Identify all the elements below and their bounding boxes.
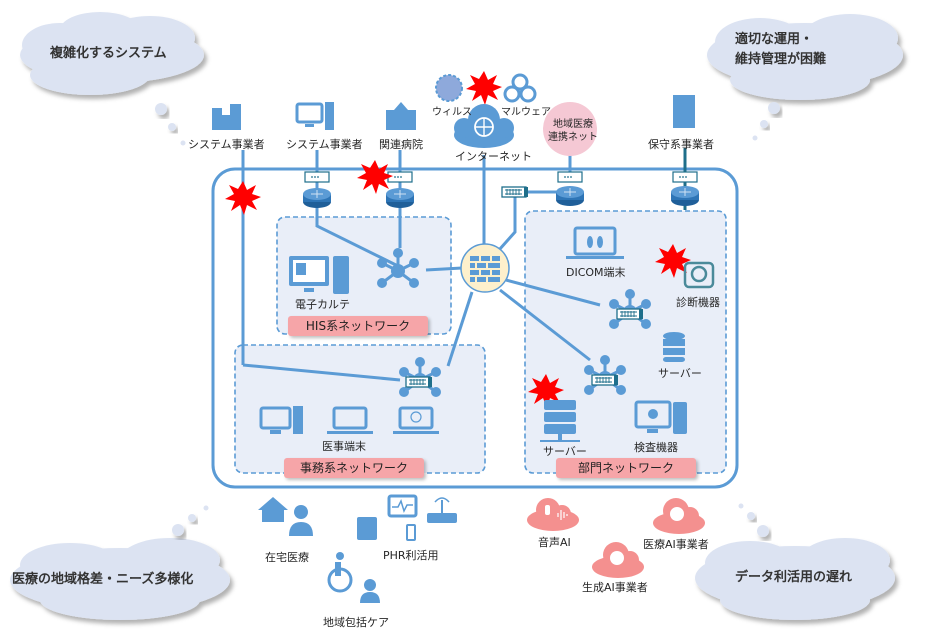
department-network-label: 部門ネットワーク bbox=[556, 458, 696, 478]
router-icon bbox=[385, 187, 415, 209]
switch-icon bbox=[501, 186, 529, 198]
router-icon bbox=[302, 187, 332, 209]
phr-label: PHR利活用 bbox=[383, 549, 439, 562]
thought-cloud-top-left bbox=[20, 12, 204, 95]
issue-maintenance-line1: 適切な運用・ bbox=[735, 32, 814, 47]
thought-cloud-top-right bbox=[707, 14, 903, 100]
malware-label: マルウェア bbox=[501, 107, 551, 118]
generative-ai-label: 生成AI事業者 bbox=[582, 581, 648, 594]
medical-ai-label: 医療AI事業者 bbox=[643, 538, 709, 551]
regional-network-label-2: 連携ネット bbox=[548, 132, 598, 143]
modem-icon bbox=[387, 171, 413, 183]
desktop-pc-icon bbox=[259, 406, 303, 434]
medical-ai-cloud-icon bbox=[653, 498, 705, 534]
vendor-label-2: システム事業者 bbox=[286, 138, 363, 151]
voice-ai-label: 音声AI bbox=[538, 536, 571, 549]
alert-burst-icon bbox=[225, 181, 261, 215]
generative-ai-cloud-icon bbox=[592, 542, 644, 578]
his-network-label: HIS系ネットワーク bbox=[288, 316, 428, 336]
switch-icon bbox=[616, 308, 644, 320]
virus-icon bbox=[435, 74, 463, 102]
modem-icon bbox=[304, 171, 330, 183]
thought-cloud-bottom-right bbox=[695, 538, 895, 620]
diagnostic-device-icon bbox=[683, 261, 715, 289]
alert-burst-icon bbox=[466, 71, 502, 105]
internet-cloud-icon bbox=[454, 104, 514, 148]
ehr-label: 電子カルテ bbox=[295, 298, 350, 311]
office-building-icon bbox=[673, 95, 695, 128]
laptop-web-icon bbox=[393, 406, 439, 434]
alert-burst-icon bbox=[357, 160, 393, 194]
home-care-label: 在宅医療 bbox=[265, 551, 309, 564]
computer-icon bbox=[295, 102, 334, 130]
regional-network-label-1: 地域医療 bbox=[553, 119, 593, 130]
dicom-label: DICOM端末 bbox=[566, 266, 626, 279]
community-care-icon bbox=[327, 552, 380, 603]
firewall-icon bbox=[460, 243, 510, 293]
diagnostic-label: 診断機器 bbox=[676, 296, 720, 309]
database-server-icon bbox=[663, 332, 685, 362]
rack-server-icon bbox=[540, 400, 580, 442]
medical-office-terminal-label: 医事端末 bbox=[322, 440, 366, 453]
ehr-terminal-icon bbox=[289, 256, 349, 294]
inspection-device-icon bbox=[634, 400, 687, 434]
thought-cloud-bottom-left bbox=[10, 538, 230, 620]
switch-icon bbox=[405, 376, 433, 388]
modem-icon bbox=[557, 171, 583, 183]
related-hospital-label: 関連病院 bbox=[379, 138, 423, 151]
regional-network-icon bbox=[543, 102, 597, 156]
phr-devices-icon bbox=[357, 494, 457, 541]
router-icon bbox=[555, 185, 585, 207]
router-icon bbox=[670, 185, 700, 207]
modem-icon bbox=[672, 171, 698, 183]
dicom-terminal-icon bbox=[566, 226, 624, 259]
issue-maintenance-line2: 維持管理が困難 bbox=[735, 52, 827, 67]
home-care-icon bbox=[258, 497, 313, 536]
internet-label: インターネット bbox=[455, 150, 532, 163]
hospital-icon bbox=[386, 102, 416, 130]
biohazard-icon bbox=[503, 73, 537, 103]
issue-regional-gap: 医療の地域格差・ニーズ多様化 bbox=[12, 572, 194, 587]
inspection-label: 検査機器 bbox=[634, 441, 678, 454]
issue-data-utilization: データ利活用の遅れ bbox=[735, 570, 853, 585]
maintenance-vendor-label: 保守系事業者 bbox=[648, 138, 714, 151]
voice-ai-cloud-icon bbox=[527, 498, 579, 531]
virus-label: ウィルス bbox=[432, 107, 472, 118]
community-care-label: 地域包括ケア bbox=[323, 616, 389, 629]
server-label-1: サーバー bbox=[658, 367, 702, 380]
vendor-building-icon bbox=[212, 104, 241, 130]
issue-complex-systems: 複雑化するシステム bbox=[50, 46, 167, 61]
vendor-label-1: システム事業者 bbox=[188, 138, 265, 151]
office-network-label: 事務系ネットワーク bbox=[284, 458, 424, 478]
switch-icon bbox=[591, 374, 619, 386]
hospital-boundary bbox=[211, 167, 739, 489]
server-label-2: サーバー bbox=[543, 445, 587, 458]
laptop-icon bbox=[327, 406, 373, 434]
